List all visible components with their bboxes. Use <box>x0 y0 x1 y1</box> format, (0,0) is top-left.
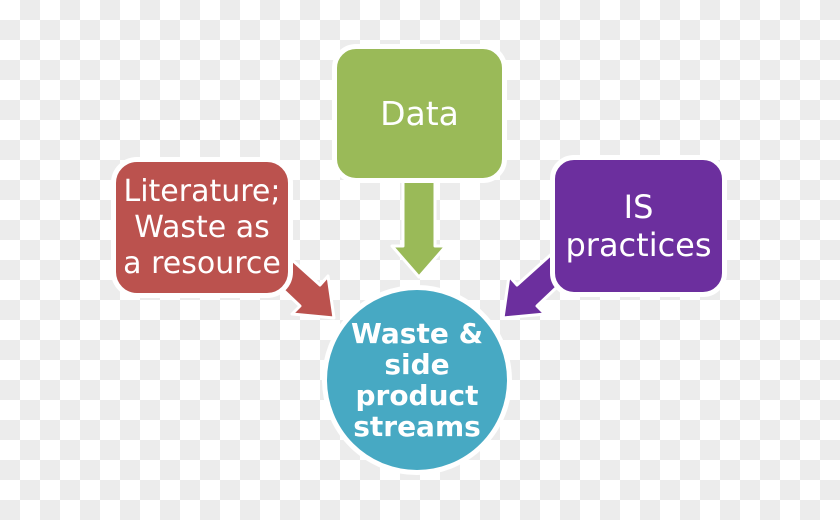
arrow-data-to-center-icon <box>390 178 448 279</box>
node-literature-label-line: Literature; <box>123 173 281 209</box>
node-waste-streams-label-line: product <box>355 379 479 412</box>
node-literature-label-line: a resource <box>123 245 281 281</box>
node-waste-streams-label-line: streams <box>353 410 481 443</box>
node-is-practices: IS practices <box>550 155 727 297</box>
node-literature: Literature; Waste as a resource <box>111 157 293 298</box>
node-literature-label-line: Waste as <box>134 209 270 245</box>
node-waste-streams-label-line: side <box>384 348 450 381</box>
node-is-practices-label-line: IS <box>623 188 654 226</box>
node-data-label: Data <box>380 94 459 133</box>
node-waste-streams-label-line: Waste & <box>351 317 483 350</box>
node-data: Data <box>332 44 507 183</box>
node-is-practices-label-line: practices <box>565 226 712 264</box>
node-waste-side-product-streams: Waste & side product streams <box>322 285 512 475</box>
